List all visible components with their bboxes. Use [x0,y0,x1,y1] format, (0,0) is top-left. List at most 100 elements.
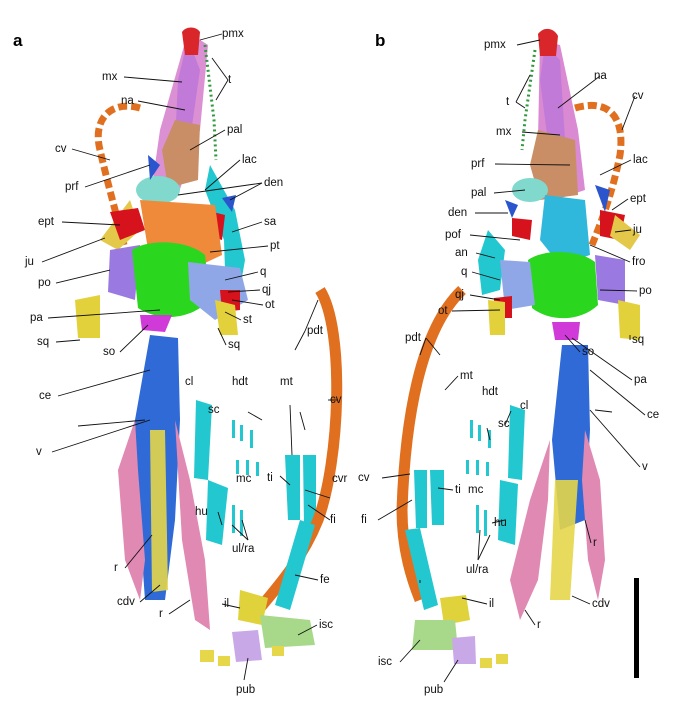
label-cv-b: cv [632,90,644,102]
ribs-a-right [175,420,210,630]
label-st-a: st [243,314,253,326]
nasal-b [540,45,565,142]
label-mt-b: mt [460,370,474,382]
label-ju-a: ju [24,256,34,268]
label-sq-a-right: sq [228,339,240,351]
label-pal-b: pal [471,187,486,199]
label-pdt-a: pdt [307,325,324,337]
supraoccipital-b [552,322,580,340]
femur-a [275,520,315,610]
label-r-a-lower: r [159,608,163,620]
tibia-b [430,470,444,525]
label-sq-a-left: sq [37,336,49,348]
ischium-a [260,615,315,648]
label-hu-a: hu [195,506,208,518]
label-mt-a: mt [280,376,294,388]
hyoid-elements-a [232,420,259,536]
angular-b [478,230,505,295]
label-hu-b: hu [494,517,507,529]
label-ju-b: ju [632,224,642,236]
label-cv-b-mid: cv [358,472,370,484]
label-mc-b: mc [468,484,484,496]
panel-label-b: b [375,31,385,50]
label-mx-b: mx [496,126,512,138]
label-il-a: il [224,598,229,610]
lacrimal-b2 [505,200,518,218]
label-qj-b: qj [455,289,464,301]
label-cdv-a: cdv [117,596,135,608]
label-cvr-a: cvr [332,473,348,485]
caudal-blocks-a [200,646,284,666]
premaxilla-b [538,28,558,56]
caudal-blocks-b [480,654,508,668]
label-r-b-lower: r [537,619,541,631]
label-cv-a: cv [55,143,67,155]
lacrimal-b [595,185,610,212]
label-cdv-b: cdv [592,598,610,610]
prefrontal-a [136,176,180,204]
label-prf-b: prf [471,158,485,170]
cervical-ribs-b [574,101,625,247]
label-fi-a: fi [330,514,336,526]
caudal-vertebrae-b [550,480,578,600]
label-ti-a: ti [267,472,273,484]
label-ept-b: ept [630,193,647,205]
label-pmx-a: pmx [222,28,244,40]
label-fro-b: fro [632,256,645,268]
ectopterygoid-a [110,208,145,240]
label-fi-b: fi [361,514,367,526]
label-ul-ra-b: ul/ra [466,564,489,576]
label-t-b: t [506,96,510,108]
ischium-b [412,620,458,650]
pubis-b [452,636,476,664]
postorbital-a [108,245,140,300]
label-cl-b: cl [520,400,528,412]
panel-label-a: a [13,31,23,50]
label-isc-a: isc [319,619,333,631]
clavicle-b [508,405,525,480]
clavicle-a [194,400,212,480]
label-il-b: il [489,598,494,610]
label-ce-a: ce [39,390,51,402]
label-pof-b: pof [445,229,462,241]
label-den-b: den [448,207,467,219]
label-q-b: q [461,266,467,278]
scale-bar [634,578,639,678]
humerus-b [498,480,518,545]
label-r-a-upper: r [114,562,118,574]
label-v-a: v [36,446,42,458]
label-na-a: na [121,95,134,107]
ectopterygoid-b2 [512,218,532,240]
label-sc-a: sc [208,404,220,416]
jugal-b [610,215,640,250]
label-mx-a: mx [102,71,118,83]
label-v-b: v [642,461,648,473]
label-sc-b: sc [498,418,510,430]
label-pt-a: pt [270,240,280,252]
caudal-vertebrae-a [150,430,168,592]
label-qj-a: qj [262,284,271,296]
dentary-a [205,165,245,300]
label-po-b: po [639,285,652,297]
label-an-b: an [455,247,468,259]
squamosal-a-right [215,300,238,335]
ribs-b-left [510,440,550,620]
ribs-b-right [582,430,605,600]
label-isc-b: isc [378,656,392,668]
lacrimal-a2 [222,195,236,212]
label-ot-b: ot [438,305,448,317]
label-r-b-upper: r [593,537,597,549]
label-pub-b: pub [424,684,443,696]
label-ept-a: ept [38,216,55,228]
label-so-b: so [582,346,594,358]
label-q-a: q [260,266,266,278]
label-ot-a: ot [265,299,275,311]
parietal-b [528,251,598,319]
label-lac-b: lac [633,154,648,166]
femur-b [405,528,438,610]
squamosal-a-left [75,295,100,338]
squamosal-b-left [488,300,505,335]
label-pa-b: pa [634,374,647,386]
frontal-b [540,195,590,265]
